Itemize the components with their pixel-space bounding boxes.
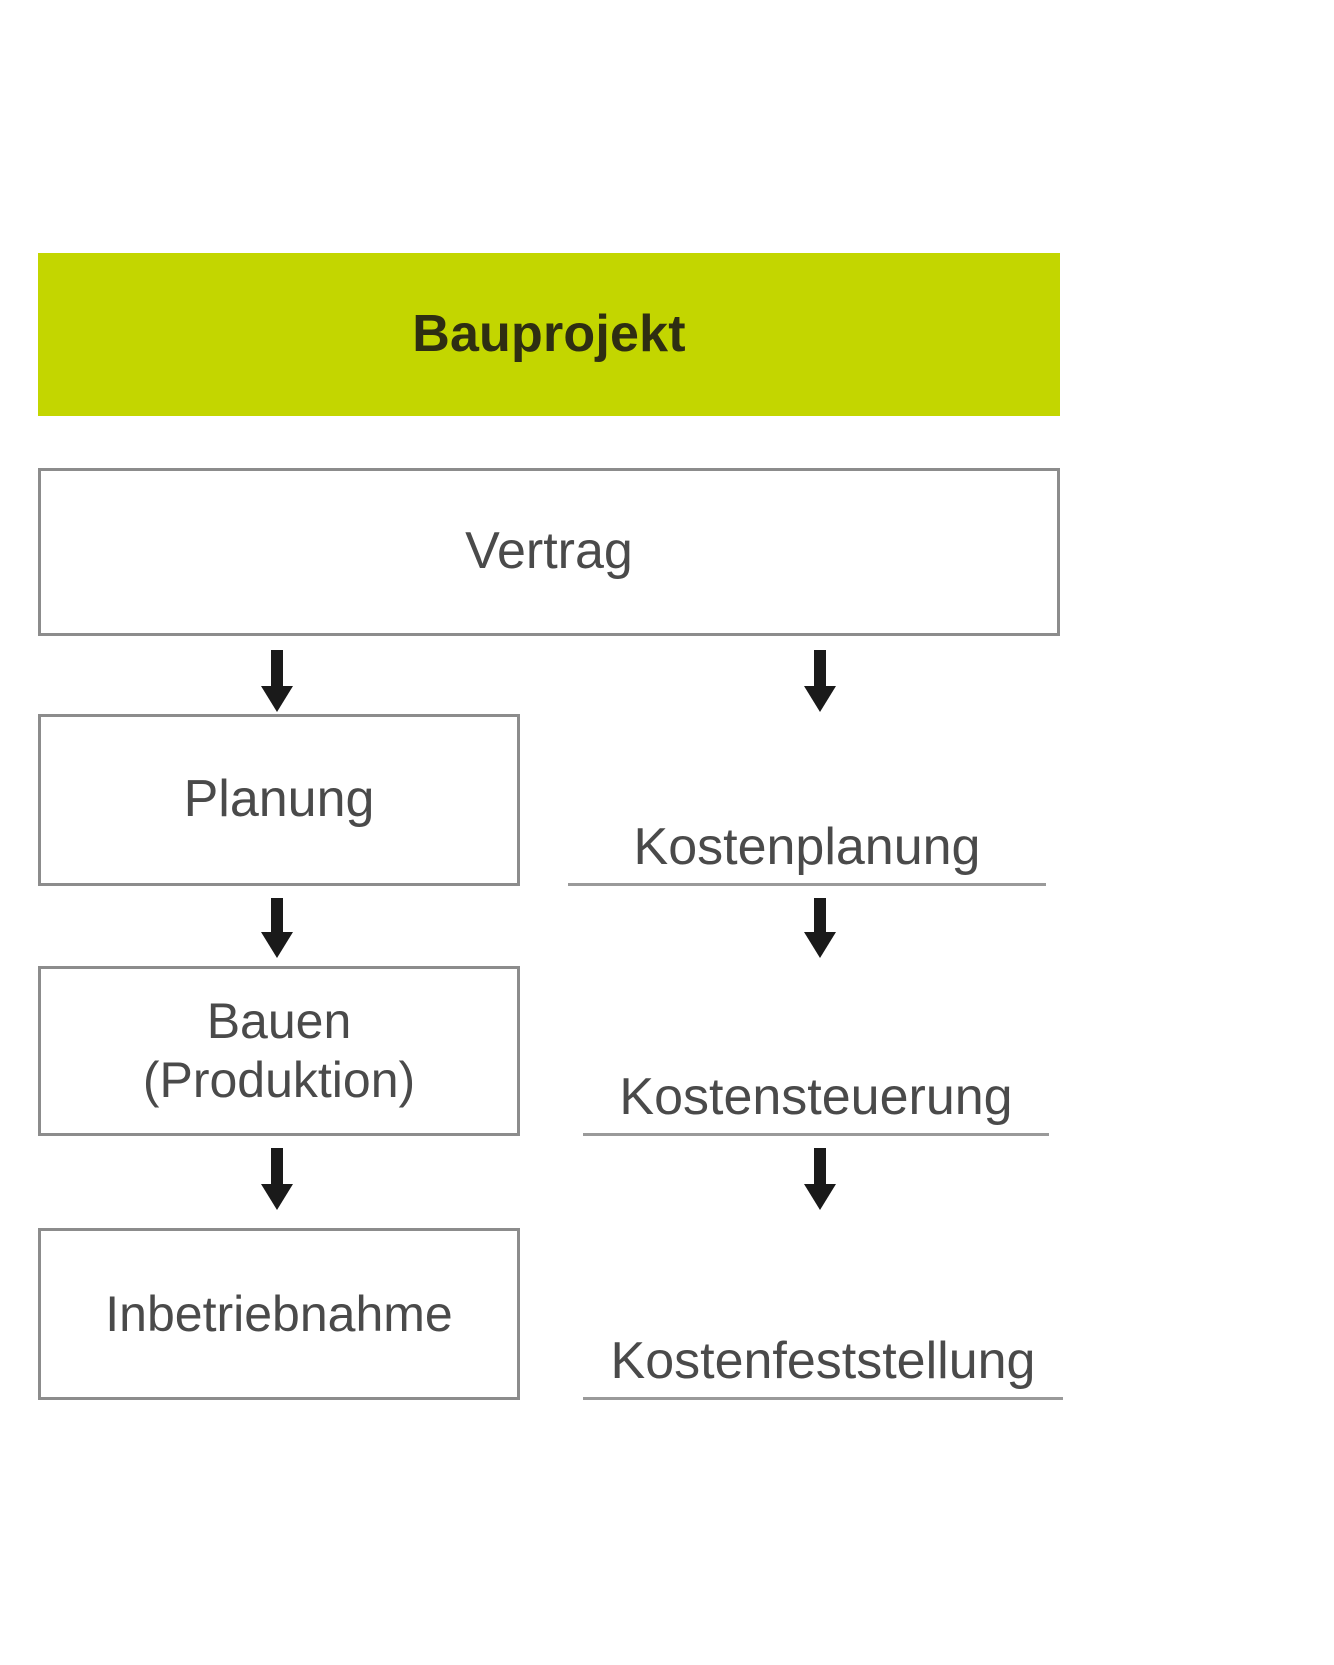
process-box-planung-label: Planung [183,770,375,829]
arrow-bauen-to-inbetriebnahme [257,1148,297,1210]
title-box-label: Bauprojekt [412,304,686,363]
process-box-bauen-label-line2: (Produktion) [142,1052,416,1108]
cost-label-kostenplanung-text: Kostenplanung [633,818,981,876]
cost-label-kostenfeststellung: Kostenfeststellung [583,1228,1063,1400]
contract-box-vertrag: Vertrag [38,468,1060,636]
process-box-planung: Planung [38,714,520,886]
process-box-bauen-label-line1: Bauen [206,993,352,1049]
arrow-planung-to-bauen [257,898,297,958]
process-box-inbetriebnahme-label: Inbetriebnahme [105,1285,453,1342]
arrow-vertrag-to-planung [257,650,297,712]
cost-label-kostensteuerung: Kostensteuerung [583,966,1049,1136]
process-box-bauen-produktion: Bauen (Produktion) [38,966,520,1136]
title-box-bauprojekt: Bauprojekt [38,253,1060,416]
contract-box-label: Vertrag [465,522,633,581]
cost-label-kostensteuerung-text: Kostensteuerung [619,1068,1013,1126]
arrow-vertrag-to-kostenplanung [800,650,840,712]
cost-label-kostenplanung: Kostenplanung [568,714,1046,886]
arrow-kostensteuerung-to-kostenfeststellung [800,1148,840,1210]
process-box-inbetriebnahme: Inbetriebnahme [38,1228,520,1400]
arrow-kostenplanung-to-kostensteuerung [800,898,840,958]
cost-label-kostenfeststellung-text: Kostenfeststellung [610,1332,1036,1390]
